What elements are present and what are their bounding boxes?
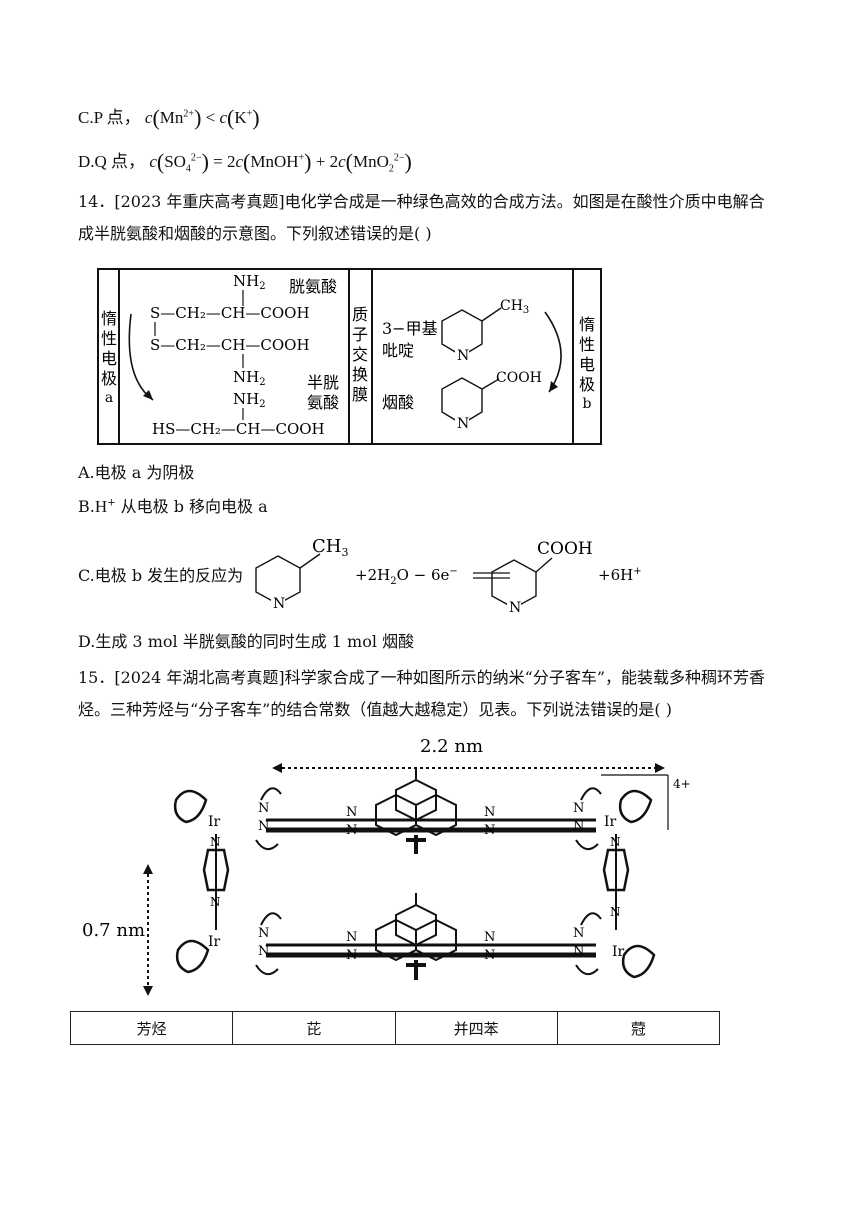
svg-text:性: 性 <box>101 329 117 348</box>
svg-text:NH2: NH2 <box>233 390 266 410</box>
option-14-c: C.电极 b 发生的反应为 <box>78 566 244 585</box>
svg-text:N: N <box>258 944 269 959</box>
svg-text:Ir: Ir <box>208 814 221 830</box>
svg-text:惰: 惰 <box>579 315 595 334</box>
svg-text:N: N <box>610 905 621 919</box>
svg-text:N: N <box>346 930 357 945</box>
right-pillar: N N <box>602 834 630 930</box>
table-cell: 芳烃 <box>69 1011 234 1045</box>
svg-text:NH2: NH2 <box>233 368 266 388</box>
svg-text:CH3: CH3 <box>312 536 348 559</box>
question-15-text: 15．[2024 年湖北高考真题]科学家合成了一种如图所示的纳米“分子客车”，能… <box>78 668 766 719</box>
svg-text:N: N <box>258 926 269 941</box>
svg-text:a: a <box>105 390 113 406</box>
svg-text:氨酸: 氨酸 <box>307 393 339 412</box>
reduction-arrow <box>128 313 154 401</box>
electrode-b-label: 惰 性 电 极 b <box>579 315 595 412</box>
svg-text:换: 换 <box>352 365 368 384</box>
svg-text:N: N <box>484 823 495 838</box>
width-label: 2.2 nm <box>420 736 483 757</box>
svg-text:N: N <box>346 805 357 820</box>
svg-text:Ir: Ir <box>208 934 221 950</box>
svg-text:S—CH₂—CH—COOH: S—CH₂—CH—COOH <box>150 304 310 322</box>
svg-text:N: N <box>573 926 584 941</box>
top-deck: N N N N N N N N Ir Ir <box>173 768 653 854</box>
svg-text:N: N <box>346 948 357 963</box>
svg-text:半胱: 半胱 <box>307 373 339 392</box>
svg-text:子: 子 <box>352 325 368 344</box>
question-14-text: 14．[2023 年重庆高考真题]电化学合成是一种绿色高效的合成方法。如图是在酸… <box>78 192 765 243</box>
svg-text:b: b <box>583 396 592 412</box>
svg-text:N: N <box>509 600 521 614</box>
svg-text:+6H+: +6H+ <box>598 566 642 584</box>
oxidation-arrow <box>544 311 562 393</box>
option-14-a: A.电极 a 为阴极 <box>78 463 195 482</box>
svg-text:HS—CH₂—CH—COOH: HS—CH₂—CH—COOH <box>152 420 325 438</box>
molecular-bus-diagram: 2.2 nm 4+ 0.7 nm N N N N N N N N Ir Ir <box>82 736 691 996</box>
svg-text:惰: 惰 <box>101 309 117 328</box>
aromatic-table: 芳烃 芘 并四苯 蒄 <box>69 1011 721 1045</box>
charge-label: 4+ <box>673 777 691 791</box>
svg-text:N: N <box>258 801 269 816</box>
svg-text:交: 交 <box>352 345 368 364</box>
svg-text:N: N <box>610 835 621 849</box>
svg-text:Ir: Ir <box>604 814 617 830</box>
option-13-c: C.P 点， c(Mn2+) < c(K+) <box>78 105 260 130</box>
electrode-a-label: 惰 性 电 极 a <box>101 309 117 406</box>
left-pillar: N N <box>202 834 230 930</box>
option-14-c-equation: CH3 N +2H2O − 6e− COOH N +6H+ <box>255 536 642 614</box>
svg-text:质: 质 <box>352 305 368 324</box>
svg-text:吡啶: 吡啶 <box>382 341 414 360</box>
table-row: 芳烃 芘 并四苯 蒄 <box>69 1011 721 1045</box>
svg-text:电: 电 <box>101 349 117 368</box>
svg-text:N: N <box>210 835 221 849</box>
option-14-d: D.生成 3 mol 半胱氨酸的同时生成 1 mol 烟酸 <box>78 632 415 651</box>
svg-text:CH3: CH3 <box>500 298 529 316</box>
svg-text:性: 性 <box>579 335 595 354</box>
svg-text:N: N <box>273 596 285 612</box>
svg-text:N: N <box>484 948 495 963</box>
table-cell: 蒄 <box>556 1011 721 1045</box>
svg-text:S—CH₂—CH—COOH: S—CH₂—CH—COOH <box>150 336 310 354</box>
svg-text:N: N <box>484 930 495 945</box>
svg-text:NH2: NH2 <box>233 272 266 292</box>
svg-text:电: 电 <box>579 355 595 374</box>
svg-text:极: 极 <box>579 375 595 394</box>
table-cell: 芘 <box>232 1011 396 1045</box>
cystine-label: 胱氨酸 <box>289 277 337 296</box>
svg-text:N: N <box>484 805 495 820</box>
svg-text:N: N <box>573 944 584 959</box>
svg-text:N: N <box>346 823 357 838</box>
table-cell: 并四苯 <box>394 1011 558 1045</box>
svg-text:N: N <box>573 819 584 834</box>
svg-text:N: N <box>457 416 469 432</box>
bottom-deck: N N N N N N N N Ir Ir <box>175 893 656 980</box>
option-14-b: B.H+ 从电极 b 移向电极 a <box>78 497 268 516</box>
option-prefix: D.Q 点， <box>78 152 146 171</box>
svg-text:N: N <box>457 348 469 364</box>
membrane-label: 质 子 交 换 膜 <box>352 305 368 404</box>
option-prefix: C.P 点， <box>78 108 141 127</box>
svg-text:膜: 膜 <box>352 385 368 404</box>
cysteine-structure: NH2 HS—CH₂—CH—COOH 半胱 氨酸 <box>152 373 339 438</box>
svg-text:COOH: COOH <box>537 539 593 559</box>
svg-text:极: 极 <box>101 369 117 388</box>
height-label: 0.7 nm <box>82 920 145 941</box>
svg-text:3−甲基: 3−甲基 <box>382 319 438 338</box>
svg-text:N: N <box>258 819 269 834</box>
svg-text:N: N <box>573 801 584 816</box>
option-13-d: D.Q 点， c(SO42−) = 2c(MnOH+) + 2c(MnO22−) <box>78 149 412 175</box>
electrolysis-diagram: 惰 性 电 极 a 惰 性 电 极 b 质 子 交 换 膜 NH2 S—CH₂—… <box>97 268 602 445</box>
cystine-structure: NH2 S—CH₂—CH—COOH S—CH₂—CH—COOH NH2 胱氨酸 <box>150 272 337 388</box>
svg-text:N: N <box>210 895 221 909</box>
svg-text:+2H2O − 6e−: +2H2O − 6e− <box>355 566 458 587</box>
svg-text:COOH: COOH <box>496 370 542 386</box>
methylpyridine-structure: 3−甲基 吡啶 CH3 N <box>382 298 529 364</box>
nicotinic-acid-structure: 烟酸 COOH N <box>382 370 542 432</box>
svg-text:Ir: Ir <box>612 944 625 960</box>
nicotinic-label: 烟酸 <box>382 393 414 412</box>
